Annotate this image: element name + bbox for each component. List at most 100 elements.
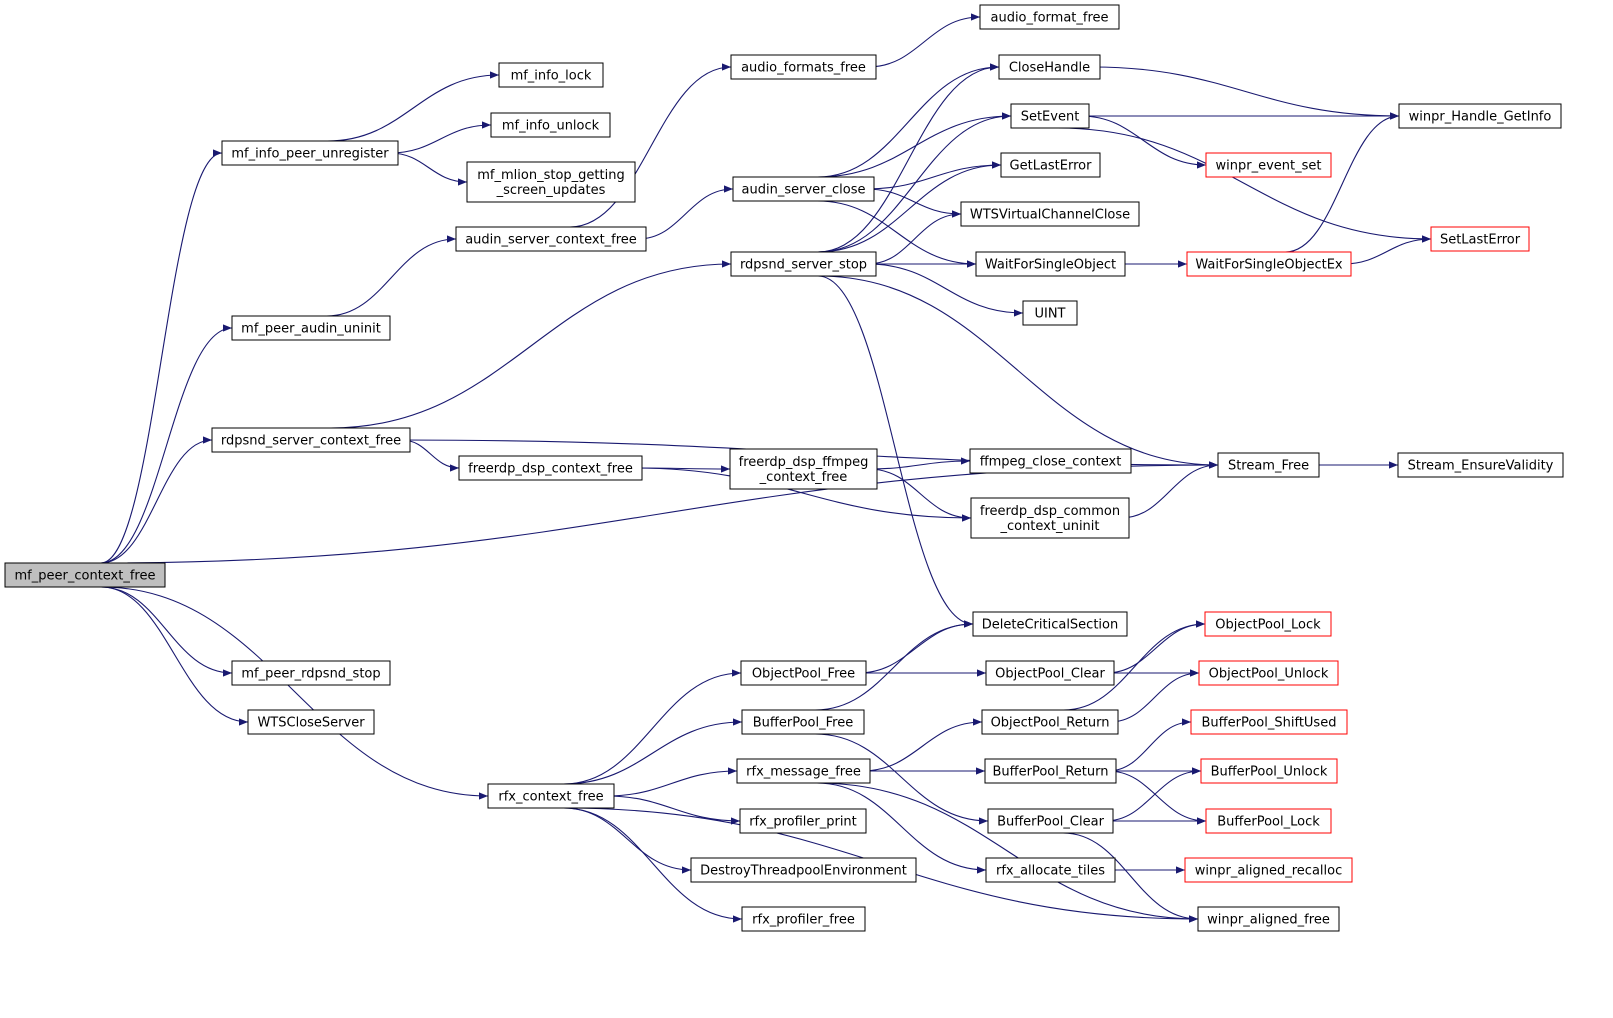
node-objectpool-unlock[interactable]: ObjectPool_Unlock: [1198, 660, 1339, 686]
edge-audin-server-close-to-closehandle: [817, 63, 1000, 178]
node-mf-info-unlock[interactable]: mf_info_unlock: [490, 112, 611, 138]
node-winpr-event-set[interactable]: winpr_event_set: [1205, 152, 1332, 178]
node-stream-ensurevalidity[interactable]: Stream_EnsureValidity: [1397, 452, 1564, 478]
edge-audio-formats-free-to-audio-format-free: [867, 13, 981, 68]
edge-rdpsnd-server-stop-to-wtsvirtualchannelclose: [867, 210, 962, 265]
edge-path: [327, 71, 500, 142]
edge-rfx-context-free-to-bufferpool-free: [563, 718, 743, 785]
node-bufferpool-return[interactable]: BufferPool_Return: [984, 758, 1117, 784]
node-box: [487, 783, 615, 809]
node-rdpsnd-server-context-free[interactable]: rdpsnd_server_context_free: [211, 427, 411, 453]
node-box: [490, 112, 611, 138]
node-box: [1186, 251, 1352, 277]
node-box: [1184, 857, 1353, 883]
node-bufferpool-clear[interactable]: BufferPool_Clear: [987, 808, 1114, 834]
edge-path: [817, 63, 1000, 178]
node-waitforsingleobject[interactable]: WaitForSingleObject: [975, 251, 1126, 277]
edge-bufferpool-return-to-bufferpool-shiftused: [1107, 718, 1192, 772]
node-bufferpool-free[interactable]: BufferPool_Free: [741, 709, 865, 735]
edge-path: [100, 586, 233, 677]
node-audio-formats-free[interactable]: audio_formats_free: [730, 54, 877, 80]
node-getlasterror[interactable]: GetLastError: [1000, 152, 1101, 178]
node-box: [987, 808, 1114, 834]
node-audio-format-free[interactable]: audio_format_free: [979, 4, 1120, 30]
node-closehandle[interactable]: CloseHandle: [998, 54, 1101, 80]
node-mf-peer-rdpsnd-stop[interactable]: mf_peer_rdpsnd_stop: [231, 660, 391, 686]
node-label: DestroyThreadpoolEnvironment: [700, 864, 907, 879]
node-objectpool-lock[interactable]: ObjectPool_Lock: [1204, 611, 1332, 637]
node-rfx-message-free[interactable]: rfx_message_free: [736, 758, 871, 784]
edge-path: [563, 807, 692, 874]
edge-rdpsnd-server-stop-to-closehandle: [817, 63, 1000, 253]
node-rdpsnd-server-stop[interactable]: rdpsnd_server_stop: [730, 251, 877, 277]
edge-mf-peer-context-free-to-rfx-context-free: [100, 586, 489, 800]
edge-freerdp-dsp-context-free-to-freerdp-dsp-common-context-uninit: [633, 467, 972, 522]
node-label: WaitForSingleObjectEx: [1195, 258, 1343, 273]
node-rfx-profiler-free[interactable]: rfx_profiler_free: [741, 906, 866, 932]
node-label: audin_server_close: [742, 183, 866, 198]
edge-path: [857, 620, 974, 674]
node-box: [998, 54, 1101, 80]
node-label: _context_uninit: [999, 519, 1099, 534]
node-destroythreadpoolenvironment[interactable]: DestroyThreadpoolEnvironment: [690, 857, 917, 883]
node-freerdp-dsp-ffmpeg-context-free[interactable]: freerdp_dsp_ffmpeg_context_free: [729, 448, 878, 490]
node-mf-mlion-stop-getting-screen-updates[interactable]: mf_mlion_stop_getting_screen_updates: [466, 161, 636, 203]
node-label: mf_info_unlock: [502, 119, 600, 134]
node-winpr-handle-getinfo[interactable]: winpr_Handle_GetInfo: [1398, 103, 1562, 129]
node-bufferpool-unlock[interactable]: BufferPool_Unlock: [1200, 758, 1338, 784]
edge-bufferpool-clear-to-winpr-aligned-free: [1062, 832, 1199, 923]
edge-path: [817, 161, 1002, 253]
node-deletecriticalsection[interactable]: DeleteCriticalSection: [972, 611, 1128, 637]
node-box: [1197, 906, 1340, 932]
edge-path: [563, 807, 743, 923]
node-freerdp-dsp-context-free[interactable]: freerdp_dsp_context_free: [458, 455, 643, 481]
node-mf-info-peer-unregister[interactable]: mf_info_peer_unregister: [221, 140, 399, 166]
node-box: [970, 497, 1130, 539]
node-setevent[interactable]: SetEvent: [1010, 103, 1090, 129]
node-objectpool-clear[interactable]: ObjectPool_Clear: [985, 660, 1115, 686]
node-waitforsingleobjectex[interactable]: WaitForSingleObjectEx: [1186, 251, 1352, 277]
node-rfx-context-free[interactable]: rfx_context_free: [487, 783, 615, 809]
node-rfx-profiler-print[interactable]: rfx_profiler_print: [739, 808, 867, 834]
edge-rdpsnd-server-stop-to-getlasterror: [817, 161, 1002, 253]
node-audin-server-context-free[interactable]: audin_server_context_free: [455, 226, 647, 252]
edge-path: [563, 718, 743, 785]
node-label: GetLastError: [1010, 159, 1093, 174]
edge-path: [389, 121, 492, 154]
edge-rfx-context-free-to-rfx-message-free: [605, 767, 738, 797]
node-box: [969, 448, 1132, 474]
node-freerdp-dsp-common-context-uninit[interactable]: freerdp_dsp_common_context_uninit: [970, 497, 1130, 539]
node-setlasterror[interactable]: SetLastError: [1430, 226, 1530, 252]
node-mf-peer-audin-uninit[interactable]: mf_peer_audin_uninit: [231, 315, 391, 341]
edge-path: [100, 324, 233, 564]
node-rfx-allocate-tiles[interactable]: rfx_allocate_tiles: [985, 857, 1116, 883]
node-audin-server-close[interactable]: audin_server_close: [732, 176, 875, 202]
node-winpr-aligned-recalloc[interactable]: winpr_aligned_recalloc: [1184, 857, 1353, 883]
edge-path: [633, 467, 972, 522]
edge-objectpool-free-to-deletecriticalsection: [857, 620, 974, 674]
node-label: _screen_updates: [496, 183, 606, 198]
node-winpr-aligned-free[interactable]: winpr_aligned_free: [1197, 906, 1340, 932]
node-label: BufferPool_Free: [753, 716, 853, 731]
node-mf-info-lock[interactable]: mf_info_lock: [498, 62, 604, 88]
node-objectpool-return[interactable]: ObjectPool_Return: [981, 709, 1119, 735]
node-wtsvirtualchannelclose[interactable]: WTSVirtualChannelClose: [960, 201, 1140, 227]
node-label: rfx_profiler_free: [752, 913, 855, 928]
node-label: rdpsnd_server_context_free: [221, 434, 401, 449]
node-stream-free[interactable]: Stream_Free: [1217, 452, 1320, 478]
node-box: [730, 251, 877, 277]
node-objectpool-free[interactable]: ObjectPool_Free: [740, 660, 867, 686]
node-layer: mf_peer_context_free mf_info_peer_unregis…: [4, 4, 1564, 932]
node-bufferpool-shiftused[interactable]: BufferPool_ShiftUsed: [1190, 709, 1348, 735]
node-label: winpr_Handle_GetInfo: [1409, 110, 1552, 125]
node-ffmpeg-close-context[interactable]: ffmpeg_close_context: [969, 448, 1132, 474]
node-label: mf_info_peer_unregister: [231, 147, 389, 162]
edge-audin-server-close-to-getlasterror: [865, 161, 1002, 190]
node-label: BufferPool_Unlock: [1211, 765, 1328, 780]
node-wtscloseserver[interactable]: WTSCloseServer: [247, 709, 375, 735]
node-mf-peer-context-free[interactable]: mf_peer_context_free: [4, 562, 166, 588]
node-box: [1430, 226, 1530, 252]
node-uint[interactable]: UINT: [1022, 300, 1078, 326]
node-bufferpool-lock[interactable]: BufferPool_Lock: [1205, 808, 1332, 834]
node-label: winpr_aligned_recalloc: [1195, 864, 1343, 879]
